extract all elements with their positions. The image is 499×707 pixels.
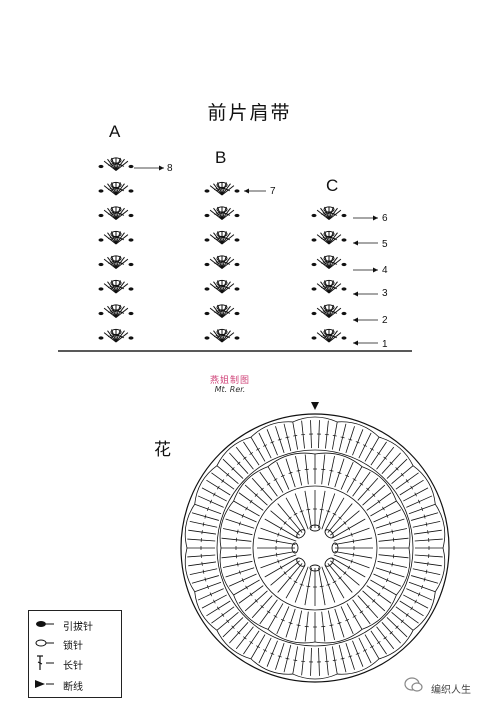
column-b-label: B — [215, 148, 227, 167]
legend-item-fasten-off: 断线 — [33, 675, 119, 693]
start-marker — [311, 402, 319, 410]
shell-motif — [311, 328, 347, 343]
shell-motif — [98, 328, 134, 343]
shell-motif — [204, 304, 240, 318]
legend-item-slip-stitch: 引拔针 — [33, 615, 119, 633]
shell-motif — [204, 181, 240, 196]
watermark-chinese: 燕姐制图 — [209, 376, 250, 386]
row-arrows — [134, 165, 378, 346]
center-chain-ring — [291, 524, 339, 572]
wechat-account-name: 编织人生 — [431, 685, 471, 696]
legend-item-chain-stitch: 锁针 — [33, 634, 119, 652]
stitch-ring — [257, 490, 373, 606]
row-label-c5: 5 — [382, 239, 388, 250]
strap-diagram — [58, 157, 412, 352]
shell-motif — [204, 255, 240, 269]
shell-motif — [311, 304, 347, 318]
stitch-ring — [184, 416, 446, 680]
shell-motif — [311, 279, 347, 294]
shell-motif — [311, 255, 347, 269]
strap-b-stitch-stack — [204, 181, 240, 343]
shell-motif — [98, 206, 134, 220]
shell-motif — [311, 230, 347, 245]
slip-stitch-icon — [36, 621, 54, 627]
stitch-ring — [219, 452, 411, 644]
row-label-b7: 7 — [270, 186, 276, 197]
shell-motif — [311, 206, 347, 220]
row-label-a8: 8 — [167, 163, 173, 174]
page-title: 前片肩带 — [207, 102, 292, 124]
strap-c-stitch-stack — [311, 206, 347, 343]
row-label-c6: 6 — [382, 213, 388, 224]
shell-motif — [98, 255, 134, 269]
flower-chart — [180, 402, 450, 683]
legend-item-double-crochet: 长针 — [33, 654, 119, 672]
chain-stitch-icon — [35, 639, 54, 647]
shell-motif — [204, 328, 240, 343]
watermark-english: Mt. Rer. — [214, 385, 246, 394]
row-label-c3: 3 — [382, 288, 388, 299]
shell-motif — [98, 304, 134, 318]
row-label-c4: 4 — [382, 265, 388, 276]
row-label-c1: 1 — [382, 339, 388, 350]
shell-motif — [98, 181, 134, 196]
double-crochet-icon — [37, 655, 54, 670]
column-c-label: C — [326, 176, 339, 195]
column-a-label: A — [109, 122, 121, 141]
row-label-c2: 2 — [382, 315, 388, 326]
fasten-off-icon — [35, 680, 54, 688]
legend-box: 引拔针 锁针 长针 断线 — [28, 610, 122, 698]
shell-motif — [98, 157, 134, 171]
shell-motif — [98, 279, 134, 294]
strap-a-stitch-stack — [98, 157, 134, 343]
shell-motif — [204, 206, 240, 220]
shell-motif — [204, 230, 240, 245]
shell-motif — [204, 279, 240, 294]
shell-motif — [98, 230, 134, 245]
flower-title: 花 — [154, 440, 171, 460]
wechat-icon — [404, 676, 424, 694]
